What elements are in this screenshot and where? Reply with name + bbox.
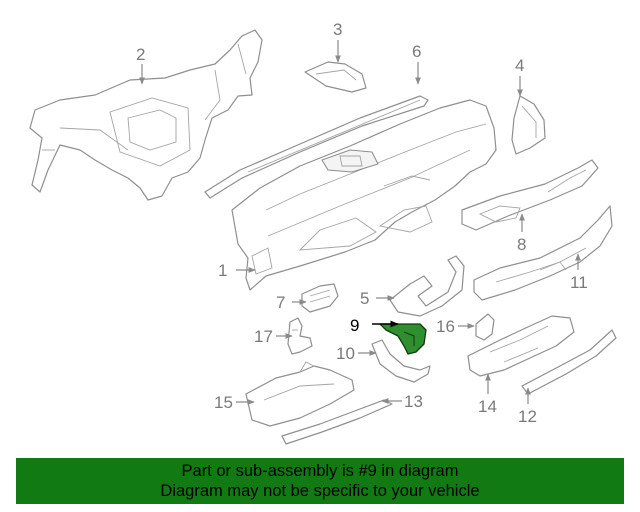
svg-text:13: 13 bbox=[404, 392, 423, 411]
callout-10: 10 bbox=[336, 344, 377, 363]
lower-cover-part-14[interactable] bbox=[467, 315, 575, 377]
callout-3: 3 bbox=[333, 20, 342, 63]
end-cap-part-4[interactable] bbox=[511, 95, 546, 155]
svg-text:6: 6 bbox=[412, 42, 421, 61]
svg-text:16: 16 bbox=[436, 317, 455, 336]
bracket-part-9-highlighted[interactable] bbox=[379, 323, 427, 355]
svg-text:2: 2 bbox=[136, 45, 145, 64]
clip-part-16[interactable] bbox=[475, 313, 495, 341]
callout-5: 5 bbox=[360, 289, 395, 308]
banner-line-1: Part or sub-assembly is #9 in diagram bbox=[181, 462, 459, 480]
glovebox-frame-part-5[interactable] bbox=[389, 255, 465, 317]
callout-6: 6 bbox=[412, 42, 421, 85]
trim-pad-part-3[interactable] bbox=[304, 61, 367, 93]
callout-1: 1 bbox=[218, 261, 256, 280]
trim-strip-part-12[interactable] bbox=[521, 329, 617, 395]
instrument-panel-part-1[interactable] bbox=[231, 99, 497, 291]
lower-trim-part-11[interactable] bbox=[473, 205, 613, 301]
callout-9: 9 bbox=[350, 316, 399, 335]
callout-17: 17 bbox=[254, 327, 293, 346]
svg-text:7: 7 bbox=[276, 293, 285, 312]
info-banner: Part or sub-assembly is #9 in diagram Di… bbox=[16, 458, 624, 504]
svg-text:5: 5 bbox=[360, 289, 369, 308]
trim-strip-part-10[interactable] bbox=[371, 339, 431, 383]
svg-text:11: 11 bbox=[570, 273, 588, 292]
svg-text:8: 8 bbox=[517, 235, 526, 254]
rail-part-13[interactable] bbox=[281, 399, 393, 445]
svg-text:4: 4 bbox=[515, 56, 524, 75]
trim-panel-part-8[interactable] bbox=[461, 159, 599, 231]
support-frame-part-2[interactable] bbox=[29, 29, 263, 201]
callout-15: 15 bbox=[214, 393, 255, 412]
callout-16: 16 bbox=[436, 317, 475, 336]
callout-7: 7 bbox=[276, 293, 307, 312]
svg-text:1: 1 bbox=[218, 261, 227, 280]
svg-text:3: 3 bbox=[333, 20, 342, 39]
svg-text:15: 15 bbox=[214, 393, 233, 412]
callout-4: 4 bbox=[515, 56, 524, 97]
svg-text:10: 10 bbox=[336, 344, 355, 363]
callout-11: 11 bbox=[570, 253, 588, 292]
svg-text:17: 17 bbox=[254, 327, 273, 346]
callout-13: 13 bbox=[381, 392, 423, 411]
lower-panel-part-15[interactable] bbox=[245, 361, 355, 427]
bracket-part-17[interactable] bbox=[287, 317, 313, 355]
svg-text:12: 12 bbox=[518, 407, 537, 426]
parts-diagram: 1 2 3 4 5 6 7 8 9 10 11 12 bbox=[29, 20, 617, 445]
callout-2: 2 bbox=[136, 45, 145, 85]
banner-line-2: Diagram may not be specific to your vehi… bbox=[160, 482, 480, 500]
callout-8: 8 bbox=[517, 213, 526, 254]
callout-14: 14 bbox=[478, 373, 497, 416]
callout-12: 12 bbox=[518, 387, 537, 426]
callout-9-label: 9 bbox=[350, 316, 359, 335]
vent-part-7[interactable] bbox=[301, 283, 339, 313]
svg-text:14: 14 bbox=[478, 397, 497, 416]
defroster-strip-part-6[interactable] bbox=[204, 95, 429, 199]
